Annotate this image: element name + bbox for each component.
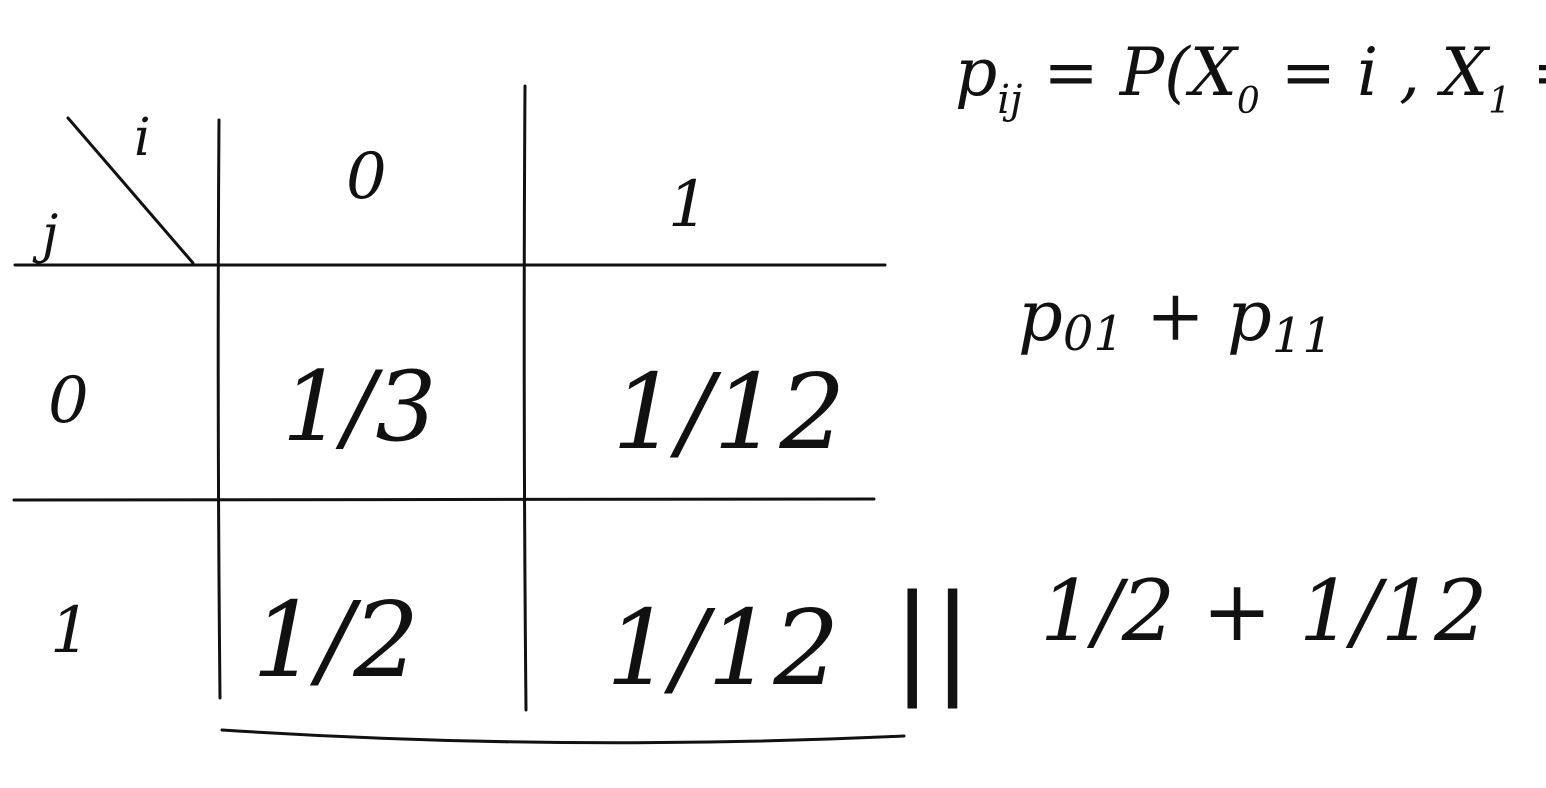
sum-symbolic: p01 + p11 <box>1018 275 1333 364</box>
definition-formula: pij = P(X0 = i , X1 = j ) <box>955 34 1546 123</box>
table-row-header-0: 0 <box>48 364 89 438</box>
table-corner-label-j: j <box>32 205 58 265</box>
table-col-header-1: 1 <box>668 168 709 242</box>
table-col-header-0: 0 <box>346 140 387 214</box>
sum-numeric: 1/2 + 1/12 <box>1040 562 1488 660</box>
underbrace-curve <box>220 728 906 745</box>
table-cell-0-1: 1/12 <box>612 351 846 473</box>
table-grid <box>12 84 887 712</box>
table-line-vertical-left <box>216 118 222 700</box>
table-line-vertical-middle <box>522 84 528 712</box>
table-cell-1-1: 1/12 <box>606 587 840 709</box>
table-corner-diagonal <box>66 116 195 265</box>
table-cell-1-0: 1/2 <box>252 579 419 701</box>
table-line-horizontal-bottom <box>12 497 876 502</box>
table-corner-label-i: i <box>134 108 151 168</box>
equals-marker: || <box>892 570 973 709</box>
table-row-header-1: 1 <box>50 594 91 668</box>
table-cell-0-0: 1/3 <box>282 351 437 463</box>
